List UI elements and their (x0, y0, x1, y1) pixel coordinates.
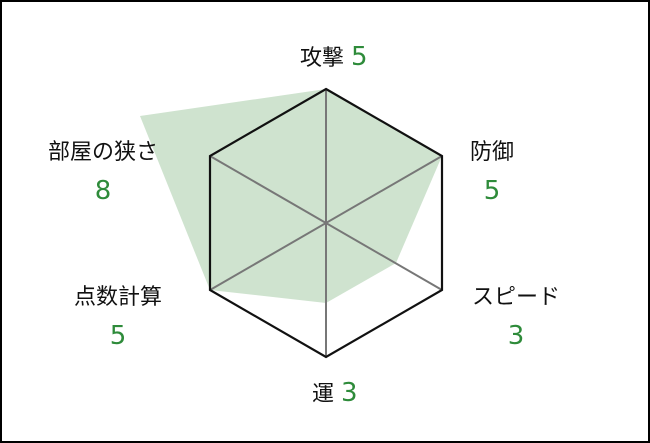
axis-value: 5 (109, 321, 127, 351)
axis-value: 3 (341, 378, 358, 408)
axis-value: 5 (351, 42, 368, 72)
axis-name: 防御 (470, 140, 515, 165)
axis-label-attack: 攻撃 5 (300, 44, 368, 70)
hexagon-grid (208, 87, 444, 359)
axis-label-scoring: 点数計算 5 (74, 285, 163, 351)
axis-label-room-size: 部屋の狭さ 8 (48, 140, 159, 206)
axis-label-speed: スピード 3 (472, 285, 561, 351)
axis-name: 部屋の狭さ (48, 140, 159, 165)
axis-value: 3 (507, 321, 525, 351)
axis-label-luck: 運 3 (312, 380, 358, 406)
axis-name: 攻撃 (300, 46, 345, 71)
axis-name: 運 (312, 382, 335, 407)
axis-value: 5 (483, 176, 501, 206)
data-polygon (140, 89, 442, 303)
axis-name: スピード (472, 285, 561, 310)
axis-name: 点数計算 (74, 285, 163, 310)
axis-label-defense: 防御 5 (470, 140, 515, 206)
spokes (209, 89, 443, 357)
axis-value: 8 (94, 176, 112, 206)
